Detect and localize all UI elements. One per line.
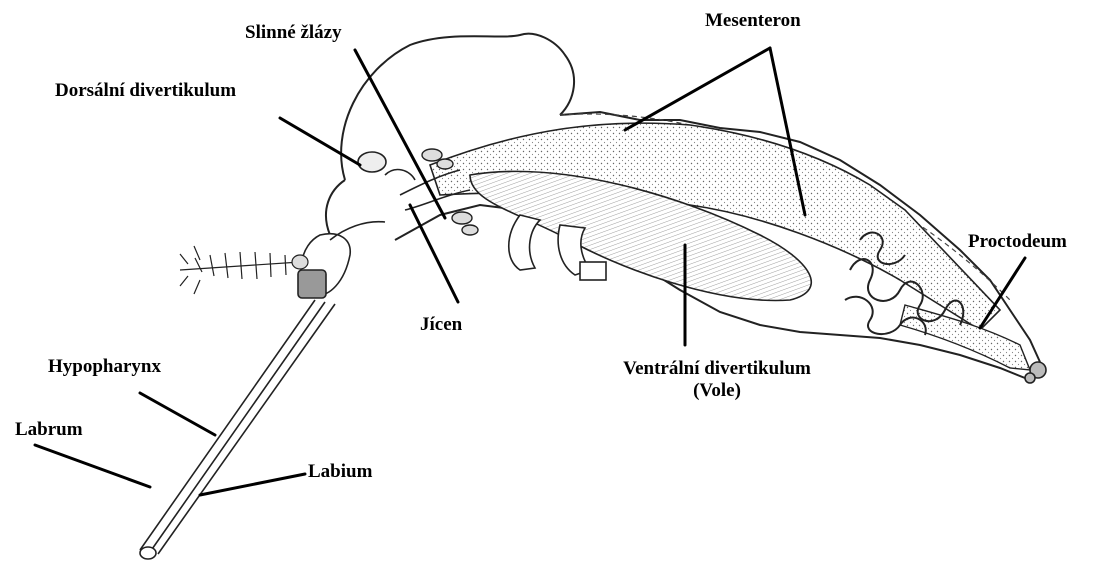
leader-labrum [35, 445, 150, 487]
leader-lines [35, 48, 1025, 495]
label-labium: Labium [308, 461, 372, 483]
head-capsule [298, 222, 385, 298]
label-dorsalni-divertikulum: Dorsální divertikulum [55, 80, 236, 102]
label-slinne-zlazy: Slinné žlázy [245, 22, 342, 44]
label-jicen: Jícen [420, 314, 462, 336]
label-mesenteron: Mesenteron [705, 10, 801, 32]
label-ventralni-divertikulum-line1: Ventrální divertikulum [572, 358, 862, 380]
label-proctodeum: Proctodeum [968, 231, 1067, 253]
antenna [180, 246, 308, 294]
leader-mesenteron-a [625, 48, 770, 130]
leader-jicen [410, 205, 458, 302]
leader-proctodeum [980, 258, 1025, 328]
leader-hypopharynx [140, 393, 215, 435]
label-ventralni-divertikulum: Ventrální divertikulum (Vole) [572, 358, 862, 402]
label-ventralni-divertikulum-line2: (Vole) [572, 380, 862, 402]
proboscis [140, 300, 335, 559]
label-labrum: Labrum [15, 419, 83, 441]
leader-labium [200, 474, 305, 495]
leader-slinne-zlazy [355, 50, 445, 218]
leader-dorsalni-divertikulum [280, 118, 360, 165]
label-hypopharynx: Hypopharynx [48, 356, 161, 378]
